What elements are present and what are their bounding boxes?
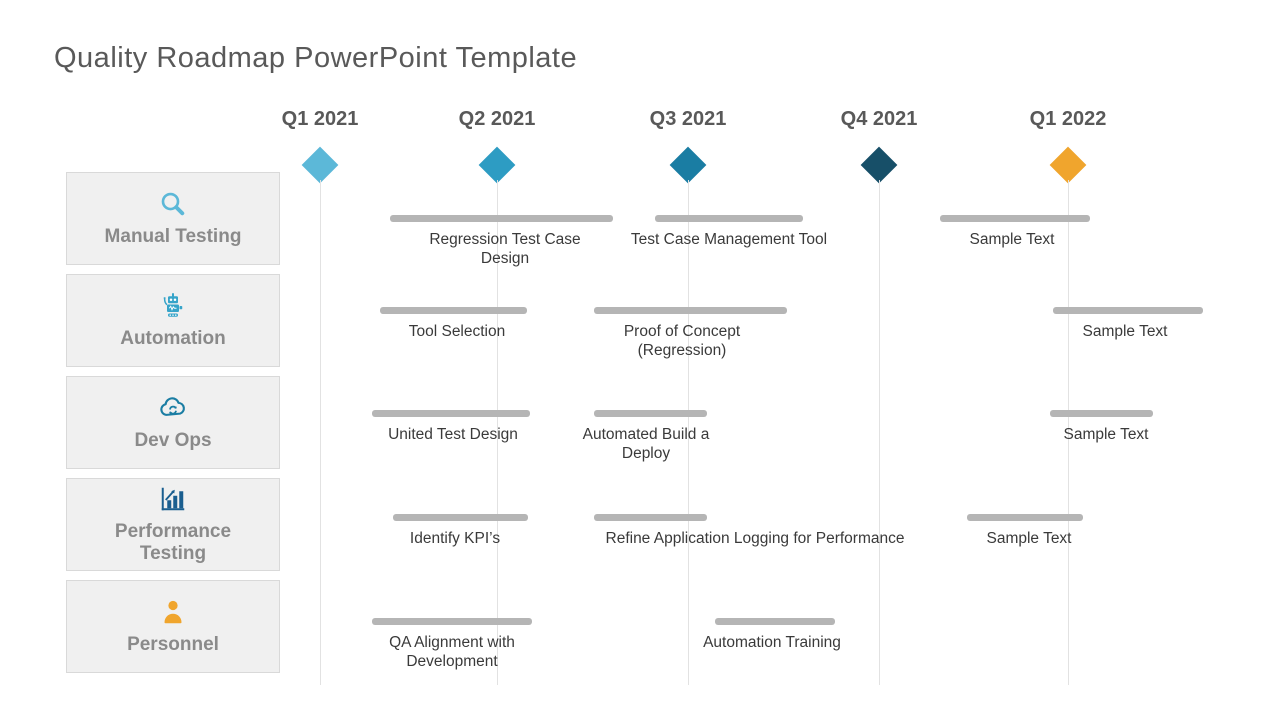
person-icon: [158, 597, 188, 627]
quarter-header: Q3 2021: [649, 108, 727, 130]
quarter-gridline: [497, 180, 498, 685]
category-label: Personnel: [127, 634, 219, 656]
category-box-dev-ops: Dev Ops: [66, 376, 280, 469]
task-label: Sample Text: [986, 530, 1072, 547]
task-bar: [393, 514, 528, 521]
task-bar: [390, 215, 613, 222]
category-box-performance-testing: Performance Testing: [66, 478, 280, 571]
task-label: Test Case Management Tool: [630, 231, 828, 248]
task-bar: [715, 618, 835, 625]
task-label: QA Alignment with Development: [389, 634, 515, 671]
task-bar: [655, 215, 803, 222]
task-bar: [940, 215, 1090, 222]
quarter-milestone-diamond-icon: [1049, 146, 1087, 184]
task-label: Sample Text: [1063, 426, 1149, 443]
quarter-milestone-diamond-icon: [669, 146, 707, 184]
category-box-manual-testing: Manual Testing: [66, 172, 280, 265]
task-bar: [594, 410, 707, 417]
task-label: Sample Text: [1082, 323, 1168, 340]
task-bar: [372, 410, 530, 417]
task-label: Automated Build a Deploy: [582, 426, 710, 463]
task-label: Proof of Concept (Regression): [623, 323, 741, 360]
cloud-sync-icon: [158, 393, 188, 423]
task-label: Sample Text: [969, 231, 1055, 248]
magnifier-icon: [158, 189, 188, 219]
task-bar: [594, 514, 707, 521]
category-label: Manual Testing: [104, 226, 242, 248]
task-bar: [967, 514, 1083, 521]
task-label: United Test Design: [388, 426, 518, 443]
task-label: Regression Test Case Design: [429, 231, 581, 268]
bar-chart-icon: [158, 484, 188, 514]
task-label: Refine Application Logging for Performan…: [605, 530, 905, 547]
page-title: Quality Roadmap PowerPoint Template: [54, 42, 578, 74]
quarter-header: Q1 2022: [1029, 108, 1107, 130]
quarter-gridline: [688, 180, 689, 685]
task-bar: [594, 307, 787, 314]
quarter-header: Q1 2021: [281, 108, 359, 130]
category-box-personnel: Personnel: [66, 580, 280, 673]
category-box-automation: Automation: [66, 274, 280, 367]
task-bar: [1050, 410, 1153, 417]
quarter-gridline: [879, 180, 880, 685]
quarter-header: Q2 2021: [458, 108, 536, 130]
task-label: Automation Training: [703, 634, 841, 651]
task-bar: [372, 618, 532, 625]
quarter-milestone-diamond-icon: [478, 146, 516, 184]
quarter-header: Q4 2021: [840, 108, 918, 130]
task-bar: [1053, 307, 1203, 314]
quarter-gridline: [320, 180, 321, 685]
quarter-milestone-diamond-icon: [860, 146, 898, 184]
quarter-milestone-diamond-icon: [301, 146, 339, 184]
task-label: Identify KPI’s: [409, 530, 501, 547]
category-label: Automation: [120, 328, 226, 350]
quarter-gridline: [1068, 180, 1069, 685]
task-label: Tool Selection: [408, 323, 506, 340]
category-label: Performance Testing: [114, 521, 232, 564]
robot-icon: [158, 291, 188, 321]
task-bar: [380, 307, 527, 314]
category-label: Dev Ops: [134, 430, 212, 452]
